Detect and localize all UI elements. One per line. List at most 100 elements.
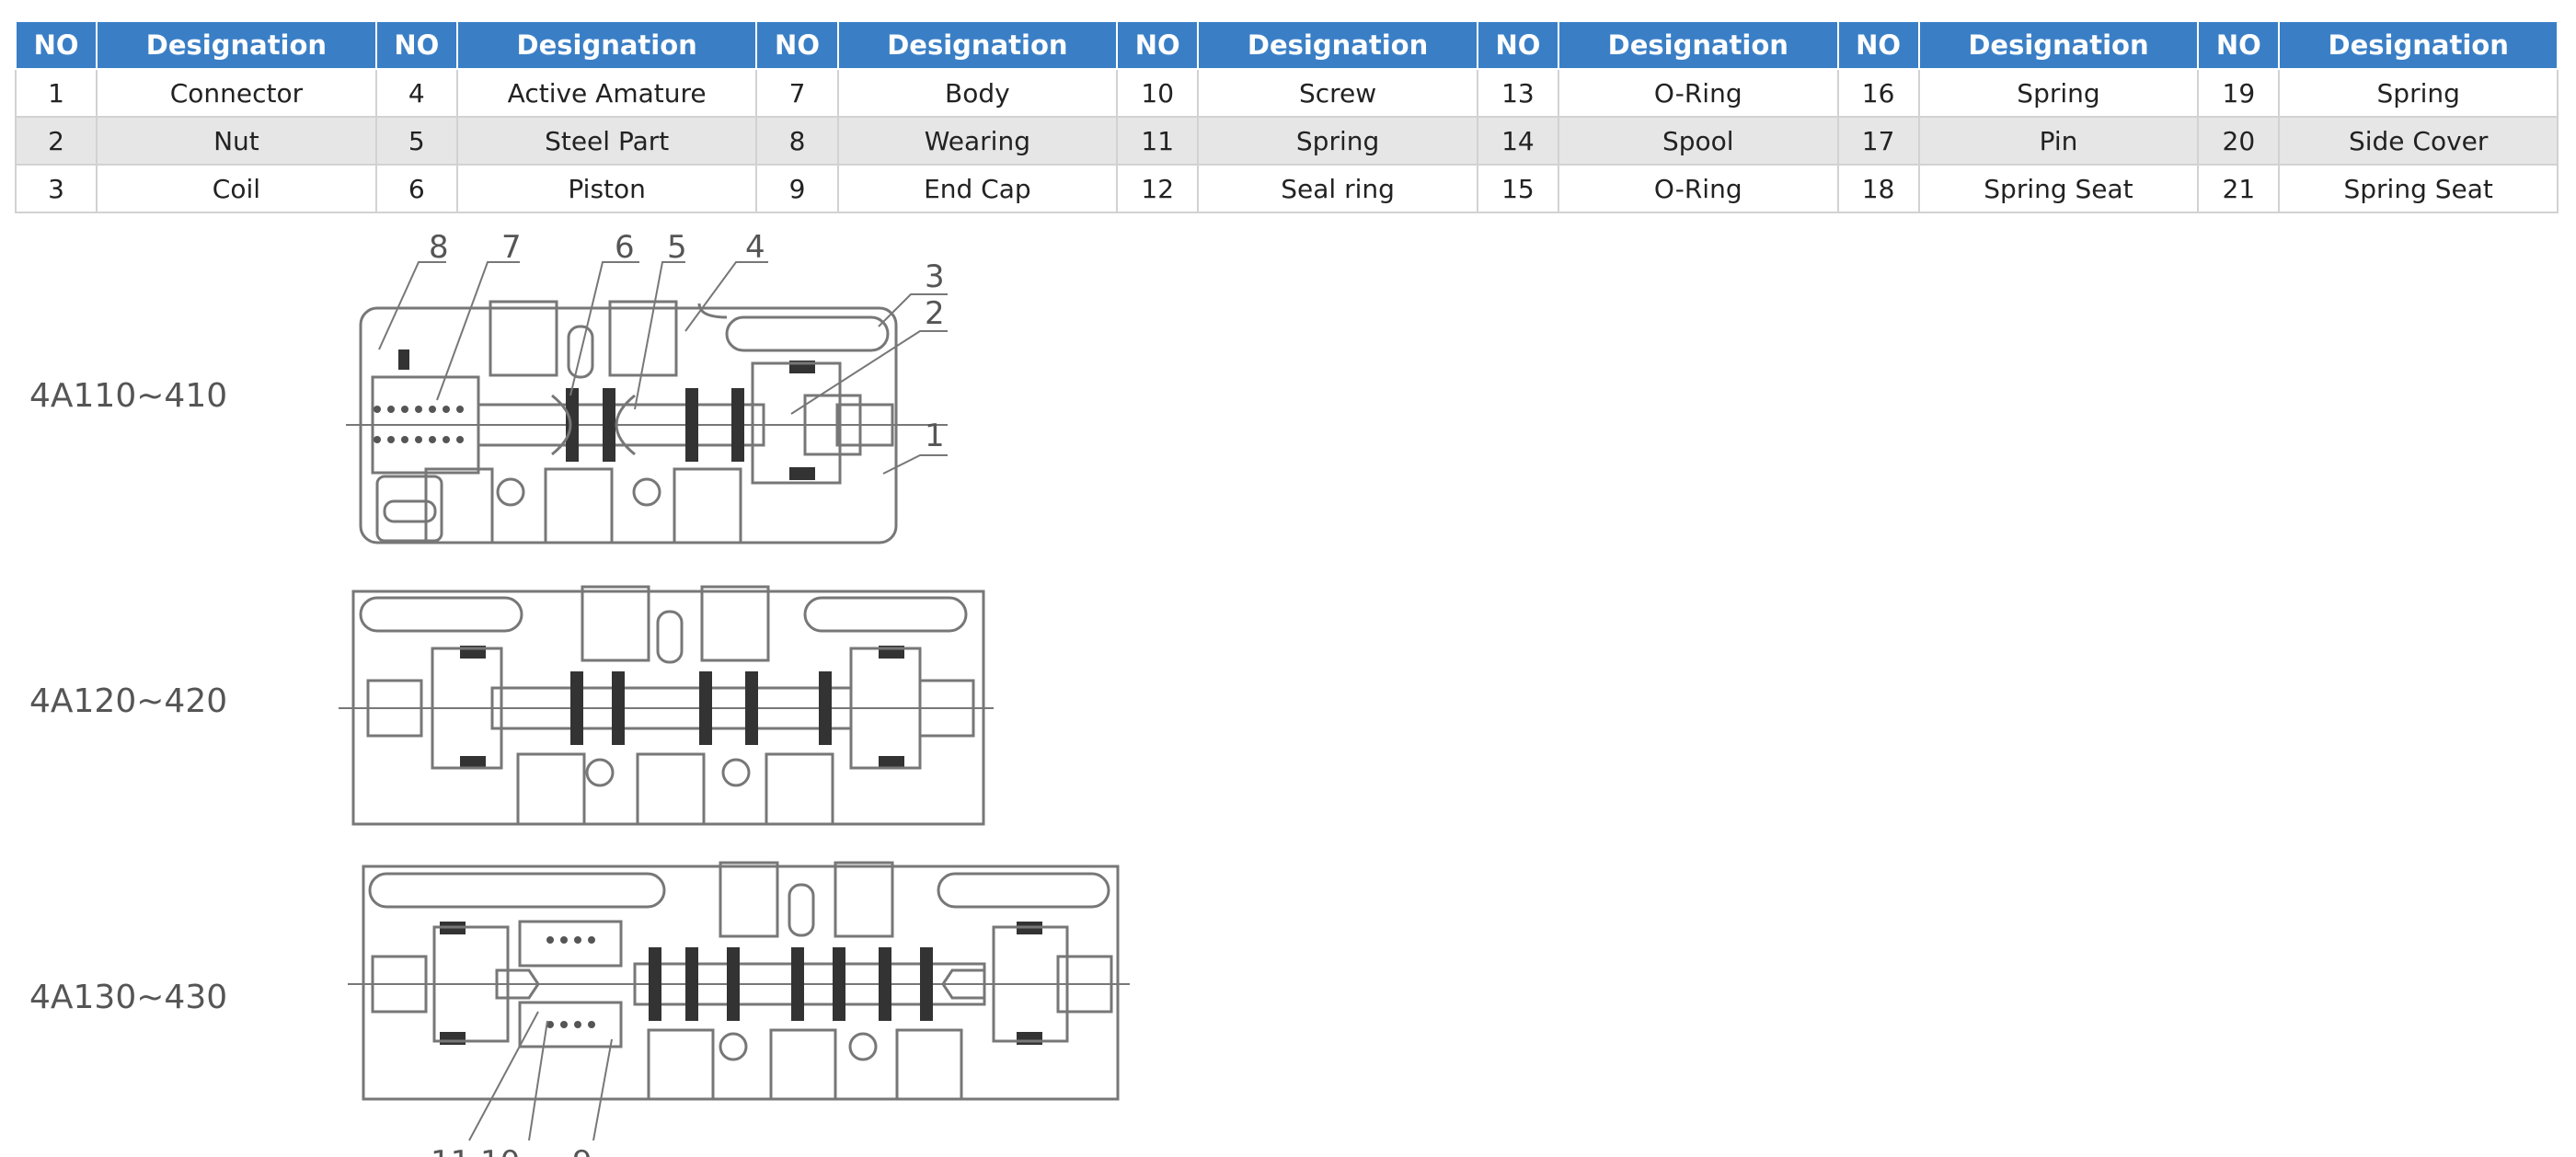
manual-override	[725, 315, 890, 352]
o-ring	[745, 671, 758, 745]
cell-no: 20	[2197, 116, 2281, 166]
cell-no: 17	[1836, 116, 1920, 166]
cell-no: 7	[755, 68, 839, 118]
seal	[440, 1032, 466, 1045]
header-designation: Designation	[1917, 20, 2200, 70]
model-label-4a120: 4A120~420	[29, 682, 228, 720]
o-ring	[819, 671, 832, 745]
o-ring	[685, 947, 698, 1021]
cell-no: 19	[2197, 68, 2281, 118]
cell-designation: Piston	[455, 164, 758, 213]
header-designation: Designation	[455, 20, 758, 70]
parts-table: NO Designation NO Designation NO Designa…	[14, 20, 2559, 213]
coil	[431, 647, 503, 770]
port-block	[765, 752, 834, 826]
manual-override	[803, 596, 968, 633]
connector	[918, 679, 975, 738]
cell-designation: End Cap	[836, 164, 1119, 213]
model-label-4a110: 4A110~410	[29, 377, 228, 415]
port-hole	[719, 1032, 748, 1061]
port-block	[544, 467, 614, 544]
end-cap	[371, 375, 480, 475]
o-ring	[570, 671, 583, 745]
port-hole	[496, 477, 525, 507]
cell-no: 12	[1116, 164, 1200, 213]
leader-9	[592, 1038, 613, 1141]
cell-no: 13	[1476, 68, 1560, 118]
callout-number: 6	[615, 229, 635, 266]
table-row: 2 Nut 5 Steel Part 8 Wearing 11 Spring 1…	[14, 116, 2559, 166]
spring-seat	[941, 968, 986, 1000]
connector	[371, 955, 428, 1014]
callout-number: 10	[480, 1144, 520, 1157]
spring-seat	[495, 968, 540, 1000]
cell-no: 8	[755, 116, 839, 166]
cell-designation: Wearing	[836, 116, 1119, 166]
pin	[567, 325, 594, 379]
callout-number: 2	[925, 295, 945, 332]
o-ring	[727, 947, 740, 1021]
cell-no: 16	[1836, 68, 1920, 118]
callout-number: 5	[667, 229, 687, 266]
header-no: NO	[1836, 20, 1920, 70]
cell-designation: Spring	[1917, 68, 2200, 118]
coil	[432, 925, 510, 1043]
cell-no: 4	[374, 68, 458, 118]
header-designation: Designation	[1558, 20, 1839, 70]
cell-designation: Spring Seat	[1917, 164, 2200, 213]
body-curve	[697, 303, 728, 319]
seal	[398, 349, 409, 370]
header-designation: Designation	[96, 20, 377, 70]
pin	[788, 883, 815, 937]
valve-section-diagrams: 8 7 6 5 4 3 2 1 11 10 9	[339, 229, 1130, 1157]
cell-no: 10	[1116, 68, 1200, 118]
cell-no: 18	[1836, 164, 1920, 213]
seal	[879, 756, 904, 769]
cell-designation: Nut	[96, 116, 377, 166]
cell-designation: Coil	[96, 164, 377, 213]
callout-number: 9	[572, 1144, 592, 1157]
leader-8	[378, 261, 446, 350]
port-block	[769, 1028, 837, 1101]
cell-designation: O-Ring	[1558, 68, 1839, 118]
connector	[835, 403, 894, 447]
active-amature	[803, 394, 862, 456]
port-block	[636, 752, 706, 826]
port-block	[700, 585, 770, 662]
header-no: NO	[374, 20, 458, 70]
screw-housing	[375, 475, 443, 543]
o-ring	[685, 388, 698, 462]
cell-designation: Side Cover	[2278, 116, 2559, 166]
callout-number: 7	[501, 229, 522, 266]
spool-groove	[551, 394, 636, 456]
port-block	[489, 300, 558, 377]
model-label-4a130: 4A130~430	[29, 979, 228, 1016]
leader-11	[468, 1011, 539, 1141]
cell-designation: Active Amature	[455, 68, 758, 118]
leader-10	[528, 1020, 548, 1141]
cell-designation: Pin	[1917, 116, 2200, 166]
o-ring	[731, 388, 744, 462]
header-designation: Designation	[2278, 20, 2559, 70]
o-ring	[833, 947, 845, 1021]
header-no: NO	[14, 20, 98, 70]
connector	[1056, 955, 1113, 1014]
o-ring	[649, 947, 661, 1021]
spring-chamber	[518, 1001, 623, 1048]
header-no: NO	[1476, 20, 1560, 70]
callout-number: 1	[925, 418, 945, 454]
seal	[1017, 1032, 1042, 1045]
manual-override	[368, 872, 666, 909]
leader-5	[634, 261, 685, 410]
cell-no: 9	[755, 164, 839, 213]
cell-no: 14	[1476, 116, 1560, 166]
table-row: 1 Connector 4 Active Amature 7 Body 10 S…	[14, 68, 2559, 118]
cell-no: 2	[14, 116, 98, 166]
seal	[789, 467, 815, 480]
cell-designation: Spool	[1558, 116, 1839, 166]
manual-override	[937, 872, 1110, 909]
manual-override	[359, 596, 523, 633]
o-ring	[699, 671, 712, 745]
cell-no: 21	[2197, 164, 2281, 213]
coil	[992, 925, 1069, 1043]
